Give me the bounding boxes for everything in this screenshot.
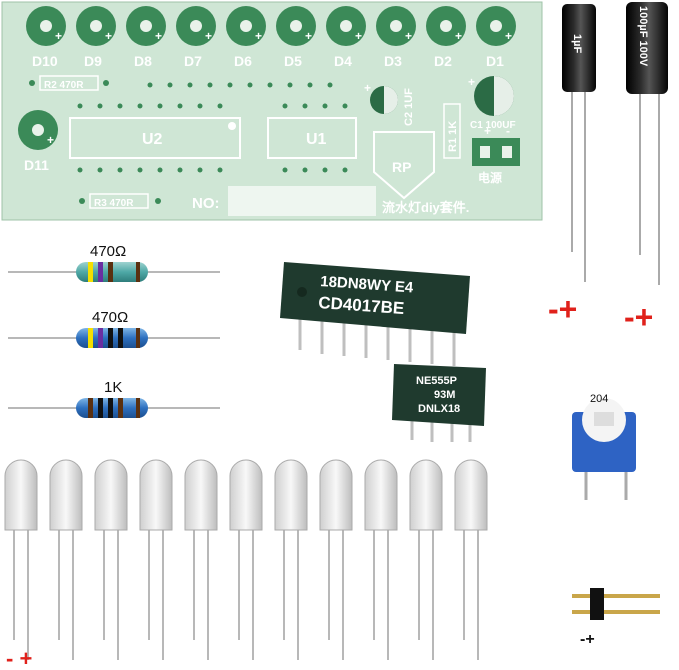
led-label-d6: D6: [234, 53, 252, 69]
svg-text:-: -: [506, 124, 510, 138]
svg-text:+: +: [47, 133, 54, 147]
led-label-d3: D3: [384, 53, 402, 69]
kit-label: 流水灯diy套件.: [382, 200, 469, 215]
ic-cd4017: 18DN8WY E4 CD4017BE: [280, 262, 470, 366]
r3-label: R3 470R: [94, 198, 134, 209]
c2-label: C2 1UF: [403, 88, 415, 126]
cap-small-marking: 1µF: [571, 34, 583, 53]
pcb-led-labels: D10 D9 D8 D7 D6 D5 D4 D3 D2 D1: [32, 53, 504, 69]
pcb-board: + + + + + + + + + + D10 D9 D8 D7 D6 D5 D…: [1, 1, 543, 221]
led-label-d9: D9: [84, 53, 102, 69]
ic555-line2: 93M: [434, 389, 455, 401]
svg-text:+: +: [364, 81, 371, 95]
resistor-label-2: 470Ω: [92, 309, 128, 326]
led-label-d7: D7: [184, 53, 202, 69]
svg-text:+: +: [405, 29, 412, 43]
potentiometer: 204: [572, 393, 636, 500]
capacitor-1uf: 1µF: [562, 4, 596, 282]
ic555-line3: DNLX18: [418, 403, 460, 415]
pot-marking: 204: [590, 393, 608, 405]
led-polarity: - +: [6, 646, 32, 670]
u2-label: U2: [142, 131, 163, 148]
r2-label: R2 470R: [44, 80, 84, 91]
led-label-d8: D8: [134, 53, 152, 69]
capacitor-100uf: 100µF 100V: [626, 2, 668, 285]
svg-text:+: +: [305, 29, 312, 43]
no-label: NO:: [192, 195, 220, 212]
d11-label: D11: [24, 157, 49, 173]
header-polarity: -+: [580, 631, 595, 648]
rp-label: RP: [392, 159, 411, 175]
resistor-470-b: [8, 328, 220, 348]
cap-polarity-left: -+: [548, 291, 577, 327]
c1-label: C1 100UF: [470, 120, 516, 131]
resistor-1k: [8, 398, 220, 418]
led-row: [4, 459, 488, 660]
svg-text:+: +: [355, 29, 362, 43]
power-label: 电源: [478, 170, 502, 185]
led-label-d5: D5: [284, 53, 302, 69]
r1-label: R1 1K: [447, 121, 459, 152]
led-label-d10: D10: [32, 53, 58, 69]
resistor-label-1: 470Ω: [90, 243, 126, 260]
ic555-line1: NE555P: [416, 375, 457, 387]
svg-text:+: +: [155, 29, 162, 43]
svg-text:+: +: [484, 124, 491, 138]
ic4017-line1: 18DN8WY E4: [320, 273, 415, 296]
cap-large-marking: 100µF 100V: [637, 6, 649, 67]
svg-text:+: +: [105, 29, 112, 43]
led-label-d4: D4: [334, 53, 352, 69]
led-label-d2: D2: [434, 53, 452, 69]
cap-polarity-right: -+: [624, 299, 653, 335]
svg-text:+: +: [255, 29, 262, 43]
svg-text:+: +: [468, 75, 475, 89]
resistor-470-a: [8, 262, 220, 282]
svg-text:+: +: [455, 29, 462, 43]
svg-text:+: +: [205, 29, 212, 43]
svg-text:+: +: [55, 29, 62, 43]
resistor-label-3: 1K: [104, 379, 122, 396]
led-label-d1: D1: [486, 53, 504, 69]
pin-header: [572, 588, 660, 620]
pcb-led-footprints: + + + + + + + + + +: [26, 6, 516, 46]
u1-label: U1: [306, 131, 327, 148]
ic-ne555: NE555P 93M DNLX18: [392, 364, 486, 442]
svg-text:+: +: [505, 29, 512, 43]
